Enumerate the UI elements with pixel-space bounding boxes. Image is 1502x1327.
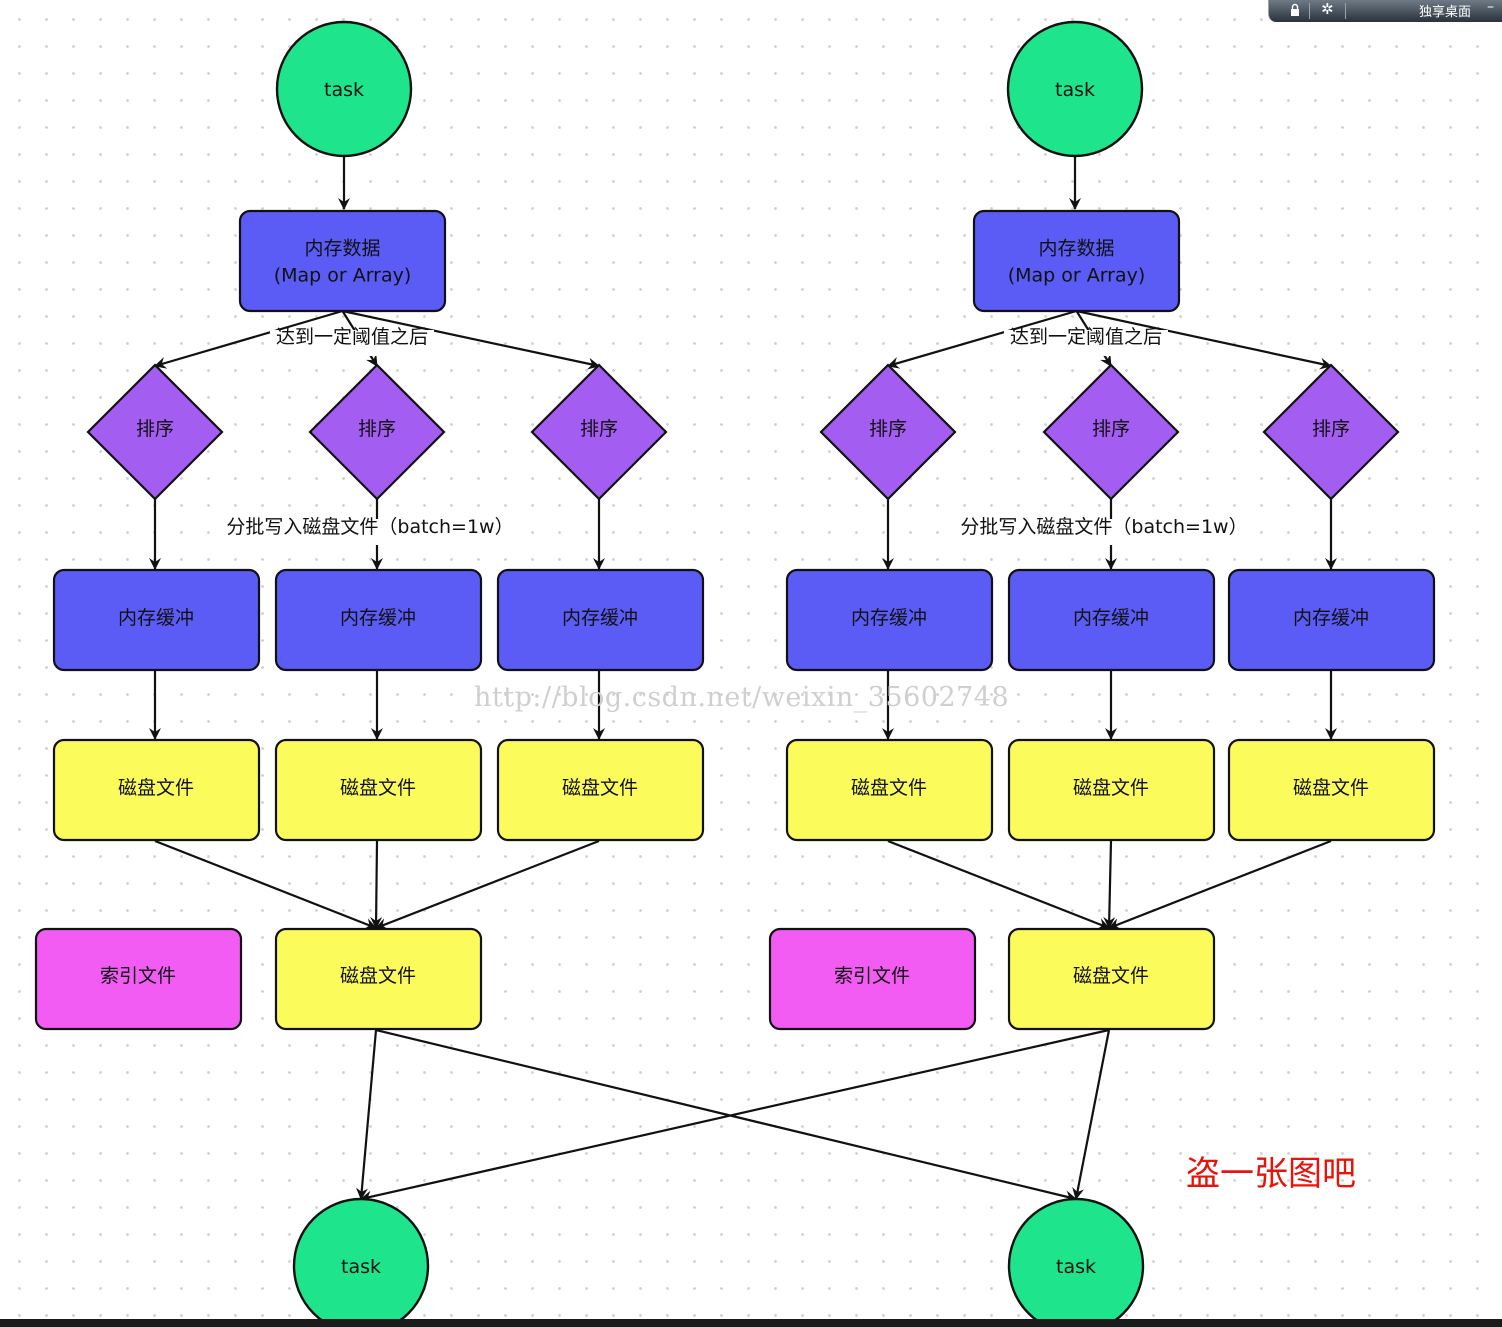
index-file-label: 索引文件 [834, 965, 910, 987]
batch-label: 分批写入磁盘文件（batch=1w） [960, 516, 1247, 538]
memory-buffer-box[interactable] [496, 568, 705, 672]
memory-data-label: 内存数据 [304, 238, 380, 260]
disk-file-box[interactable] [1227, 738, 1436, 842]
edge-merged-to-task [1072, 1029, 1111, 1200]
memory-buffer-label: 内存缓冲 [340, 607, 416, 629]
merged-disk-file-box[interactable] [274, 927, 483, 1031]
task-label: task [341, 1256, 381, 1278]
disk-file-label: 磁盘文件 [851, 777, 927, 799]
red-note: 盗一张图吧 [1186, 1154, 1356, 1194]
memory-buffer-box[interactable] [274, 568, 483, 672]
gear-icon[interactable]: ✲ [1321, 0, 1334, 18]
batch-label-bg [230, 519, 510, 545]
merged-disk-file-label: 磁盘文件 [1073, 965, 1149, 987]
memory-data-label: (Map or Array) [274, 265, 412, 287]
sort-label: 排序 [358, 418, 396, 440]
threshold-label: 达到一定阈值之后 [276, 326, 428, 348]
disk-file-label: 磁盘文件 [1293, 777, 1369, 799]
toolbar-label[interactable]: 独享桌面 [1419, 5, 1472, 20]
memory-data-box[interactable] [238, 209, 447, 313]
sort-diamond[interactable] [1262, 363, 1400, 501]
sort-label: 排序 [869, 418, 907, 440]
threshold-label-bg [270, 330, 434, 356]
memory-data-label: 内存数据 [1038, 238, 1114, 260]
sort-label: 排序 [1092, 418, 1130, 440]
sort-label: 排序 [1312, 418, 1350, 440]
task-circle-bottom[interactable] [1007, 1197, 1145, 1327]
sort-diamond[interactable] [1042, 363, 1180, 501]
memory-buffer-box[interactable] [52, 568, 261, 672]
sort-diamond[interactable] [530, 363, 668, 501]
index-file-box[interactable] [34, 927, 243, 1031]
edge-merged-to-task [360, 1028, 1110, 1203]
memory-buffer-box[interactable] [1227, 568, 1436, 672]
watermark-text: http://blog.csdn.net/weixin_35602748 [474, 682, 1010, 713]
edge-disk-to-merged [1108, 839, 1332, 930]
sort-diamond[interactable] [308, 363, 446, 501]
bottom-bar [0, 1319, 1502, 1327]
memory-buffer-label: 内存缓冲 [851, 607, 927, 629]
memory-buffer-box[interactable] [1007, 568, 1216, 672]
edge-disk-to-merged [154, 839, 377, 930]
disk-file-label: 磁盘文件 [118, 777, 194, 799]
task-label: task [324, 79, 364, 101]
memory-data-box[interactable] [972, 209, 1181, 313]
memory-data-label: (Map or Array) [1008, 265, 1146, 287]
sort-label: 排序 [580, 418, 618, 440]
disk-file-box[interactable] [52, 738, 261, 842]
disk-file-box[interactable] [1007, 738, 1216, 842]
disk-file-label: 磁盘文件 [340, 777, 416, 799]
task-circle-top[interactable] [275, 20, 413, 158]
disk-file-label: 磁盘文件 [562, 777, 638, 799]
memory-buffer-label: 内存缓冲 [118, 607, 194, 629]
edge-memory-to-sort [887, 309, 1077, 369]
edge-memory-to-sort [154, 309, 343, 369]
memory-buffer-label: 内存缓冲 [1073, 607, 1149, 629]
merged-disk-file-label: 磁盘文件 [340, 965, 416, 987]
remote-desktop-toolbar: ✲ 独享桌面 – [1268, 0, 1502, 22]
edge-merged-to-task [375, 1028, 1077, 1203]
index-file-box[interactable] [768, 927, 977, 1031]
sort-diamond[interactable] [819, 363, 957, 501]
index-file-label: 索引文件 [100, 965, 176, 987]
batch-label-bg [964, 519, 1244, 545]
merged-disk-file-box[interactable] [1007, 927, 1216, 1031]
threshold-label-bg [1004, 330, 1168, 356]
disk-file-box[interactable] [496, 738, 705, 842]
task-label: task [1056, 1256, 1096, 1278]
memory-buffer-label: 内存缓冲 [562, 607, 638, 629]
task-circle-bottom[interactable] [292, 1197, 430, 1327]
memory-buffer-box[interactable] [785, 568, 994, 672]
edge-merged-to-task [355, 1029, 378, 1200]
edge-disk-to-merged [887, 839, 1110, 930]
edge-memory-to-sort [1076, 309, 1332, 370]
batch-label: 分批写入磁盘文件（batch=1w） [226, 516, 513, 538]
task-circle-top[interactable] [1006, 20, 1144, 158]
edge-disk-to-merged [375, 839, 600, 930]
sort-diamond[interactable] [86, 363, 224, 501]
disk-file-box[interactable] [785, 738, 994, 842]
edge-disk-to-merged [370, 840, 383, 929]
disk-file-label: 磁盘文件 [1073, 777, 1149, 799]
disk-file-box[interactable] [274, 738, 483, 842]
memory-buffer-label: 内存缓冲 [1293, 607, 1369, 629]
task-label: task [1055, 79, 1095, 101]
minimize-icon[interactable]: – [1487, 0, 1494, 15]
edge-memory-to-sort [342, 309, 600, 370]
edge-disk-to-merged [1103, 840, 1116, 929]
sort-label: 排序 [136, 418, 174, 440]
threshold-label: 达到一定阈值之后 [1010, 326, 1162, 348]
lock-icon[interactable] [1287, 2, 1303, 18]
